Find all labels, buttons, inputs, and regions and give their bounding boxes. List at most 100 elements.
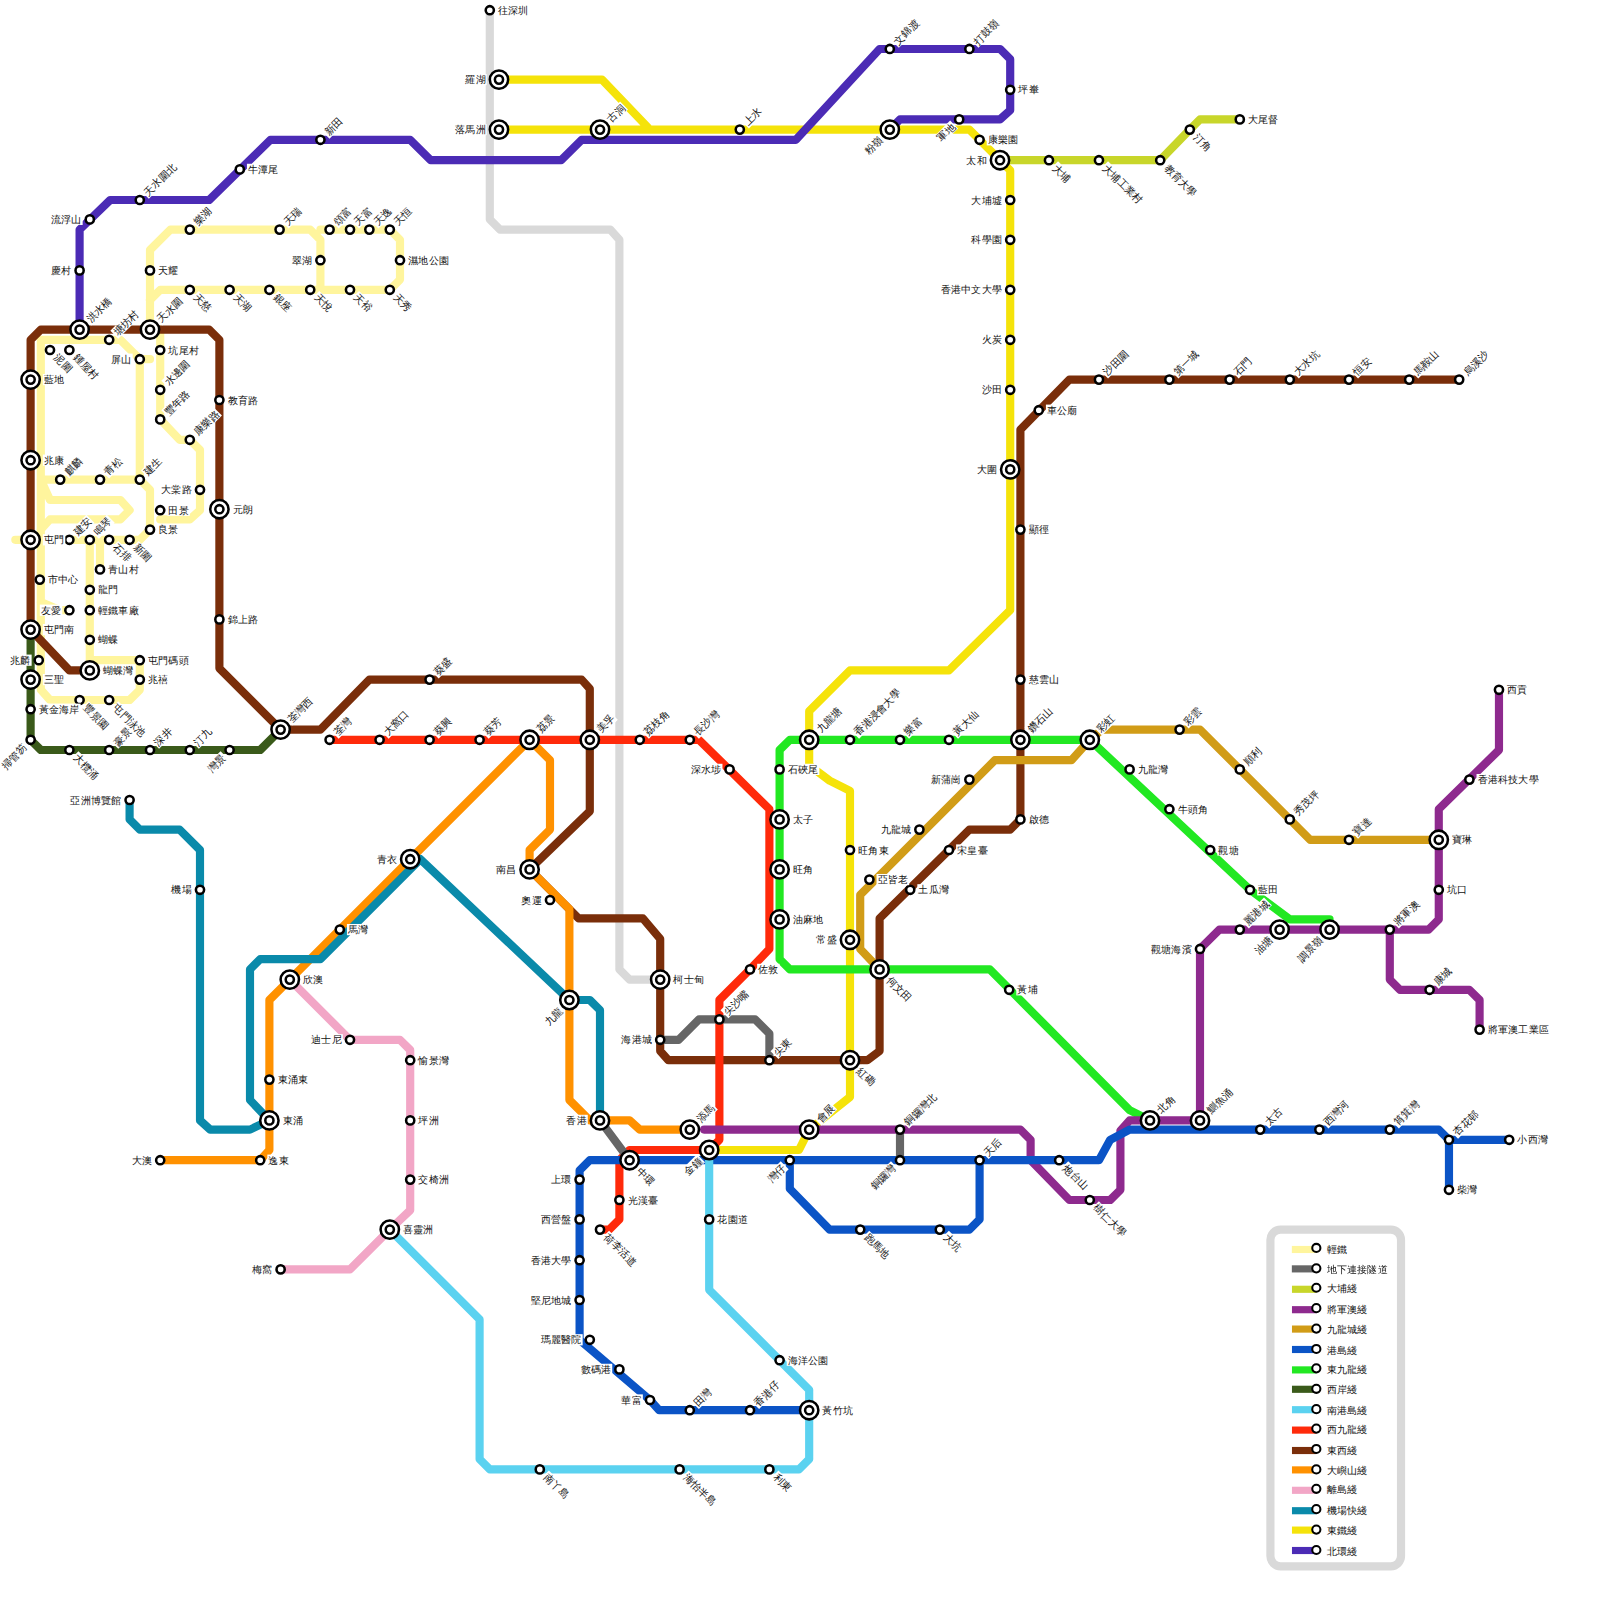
interchange-marker bbox=[1270, 920, 1288, 938]
marker-ring bbox=[1141, 1111, 1159, 1129]
station-label: 天恒 bbox=[391, 205, 415, 229]
rail-line bbox=[704, 690, 1499, 1200]
station-label: 機場 bbox=[170, 884, 192, 895]
marker-ring bbox=[1081, 731, 1099, 749]
marker-ring bbox=[1236, 765, 1244, 773]
marker-ring bbox=[21, 670, 39, 688]
station-label: 掃管笏 bbox=[0, 741, 30, 772]
marker-ring bbox=[586, 1336, 594, 1344]
interchange-marker bbox=[841, 1051, 859, 1069]
station-marker bbox=[1005, 986, 1013, 994]
rail-line bbox=[15, 230, 400, 700]
station-marker bbox=[35, 656, 43, 664]
legend-dot bbox=[1311, 1363, 1321, 1373]
marker-ring bbox=[520, 731, 538, 749]
station-marker bbox=[636, 736, 644, 744]
legend-swatch bbox=[1292, 1487, 1316, 1494]
station-marker bbox=[126, 536, 134, 544]
marker-ring bbox=[21, 531, 39, 549]
marker-ring bbox=[156, 346, 164, 354]
marker-core bbox=[265, 1116, 273, 1124]
legend-label: 港島綫 bbox=[1327, 1344, 1358, 1355]
legend-label: 地下連接隧道 bbox=[1327, 1263, 1388, 1274]
station-label: 天瑞 bbox=[281, 205, 305, 229]
interchange-marker bbox=[520, 860, 538, 878]
station-label: 荷李活道 bbox=[601, 1231, 639, 1269]
legend-swatch bbox=[1292, 1467, 1316, 1474]
rail-line bbox=[490, 10, 658, 979]
station-label: 天水圍 bbox=[155, 294, 186, 325]
marker-core bbox=[626, 1156, 634, 1164]
marker-ring bbox=[945, 736, 953, 744]
station-marker bbox=[136, 676, 144, 684]
marker-ring bbox=[96, 476, 104, 484]
station-label: 屯門南 bbox=[43, 624, 76, 635]
interchange-marker bbox=[260, 1111, 278, 1129]
station-label: 香港浸會大學 bbox=[851, 686, 904, 739]
station-label: 天逸 bbox=[370, 205, 394, 229]
station-label: 豐年路 bbox=[161, 387, 192, 418]
station-label: 坪輋 bbox=[1017, 84, 1039, 95]
station-label: 深水埗 bbox=[690, 764, 723, 775]
marker-ring bbox=[1005, 986, 1013, 994]
station-label: 啟德 bbox=[1028, 814, 1050, 825]
marker-ring bbox=[1386, 926, 1394, 934]
marker-ring bbox=[156, 506, 164, 514]
interchange-marker bbox=[1011, 731, 1029, 749]
station-label: 利東 bbox=[770, 1470, 794, 1494]
marker-ring bbox=[386, 286, 394, 294]
station-label: 數碼港 bbox=[580, 1364, 613, 1375]
station-marker bbox=[156, 346, 164, 354]
station-marker bbox=[306, 286, 314, 294]
marker-core bbox=[215, 505, 223, 513]
legend-swatch bbox=[1292, 1426, 1316, 1433]
station-marker bbox=[1445, 1136, 1453, 1144]
station-marker bbox=[186, 746, 194, 754]
marker-ring bbox=[281, 970, 299, 988]
station-marker bbox=[1426, 986, 1434, 994]
marker-ring bbox=[686, 1406, 694, 1414]
station-label: 大埔工業村 bbox=[1100, 161, 1145, 206]
marker-ring bbox=[896, 736, 904, 744]
station-marker bbox=[236, 165, 244, 173]
legend-dot bbox=[1311, 1544, 1321, 1554]
marker-ring bbox=[1156, 156, 1164, 164]
station-label: 葵芳 bbox=[481, 715, 505, 739]
marker-ring bbox=[1426, 986, 1434, 994]
station-label: 迪士尼 bbox=[310, 1034, 343, 1045]
marker-ring bbox=[1126, 765, 1134, 773]
station-label: 佐敦 bbox=[757, 964, 779, 975]
station-label: 交椅洲 bbox=[417, 1174, 450, 1185]
station-label: 華富 bbox=[620, 1394, 642, 1405]
legend-swatch bbox=[1292, 1507, 1316, 1514]
marker-ring bbox=[651, 970, 669, 988]
station-marker bbox=[27, 705, 35, 713]
rail-line bbox=[499, 80, 1010, 1150]
marker-ring bbox=[1236, 115, 1244, 123]
station-marker bbox=[865, 876, 873, 884]
interchange-marker bbox=[560, 991, 578, 1009]
marker-ring bbox=[81, 661, 99, 679]
marker-ring bbox=[700, 1141, 718, 1159]
marker-core bbox=[886, 126, 894, 134]
rail-line bbox=[600, 1019, 900, 1160]
interchange-marker bbox=[651, 970, 669, 988]
station-label: 馬灣 bbox=[347, 924, 369, 935]
station-marker bbox=[1095, 376, 1103, 384]
station-label: 天秀 bbox=[391, 291, 415, 315]
station-label: 荃灣西 bbox=[285, 694, 316, 725]
station-label: 屯門 bbox=[43, 534, 65, 545]
marker-ring bbox=[886, 45, 894, 53]
station-label: 沙田 bbox=[981, 384, 1003, 395]
marker-ring bbox=[965, 45, 973, 53]
marker-core bbox=[86, 666, 94, 674]
interchange-marker bbox=[70, 320, 88, 338]
marker-ring bbox=[126, 536, 134, 544]
station-label: 天后 bbox=[981, 1135, 1005, 1159]
station-marker bbox=[1086, 1196, 1094, 1204]
station-marker bbox=[76, 266, 84, 274]
marker-ring bbox=[636, 736, 644, 744]
station-marker bbox=[786, 1156, 794, 1164]
legend-dot bbox=[1311, 1283, 1321, 1293]
